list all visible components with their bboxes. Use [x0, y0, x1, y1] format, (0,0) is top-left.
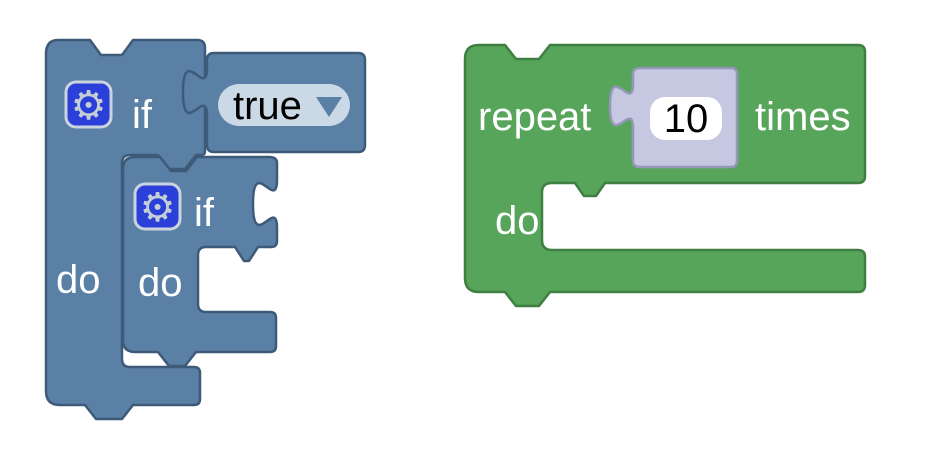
repeat-do-label: do — [495, 199, 540, 243]
inner-do-label: do — [138, 261, 183, 305]
number-field-value[interactable]: 10 — [664, 97, 709, 141]
gear-icon-outer[interactable]: ⚙ — [71, 83, 107, 129]
number-field[interactable] — [650, 97, 722, 140]
gear-icon-inner[interactable]: ⚙ — [140, 185, 176, 231]
outer-do-label: do — [56, 258, 101, 302]
mutator-gear-button-inner[interactable] — [133, 182, 182, 231]
repeat-block[interactable] — [463, 43, 867, 308]
outer-if-label: if — [132, 93, 153, 137]
inner-if-label: if — [194, 191, 215, 235]
outer-if-block[interactable] — [44, 38, 207, 421]
repeat-label: repeat — [478, 95, 591, 139]
times-label: times — [755, 95, 851, 139]
mutator-gear-button-outer[interactable] — [64, 80, 113, 129]
true-dropdown-value[interactable]: true — [233, 84, 302, 128]
dropdown-caret-icon — [316, 97, 342, 117]
true-dropdown[interactable] — [218, 84, 350, 126]
